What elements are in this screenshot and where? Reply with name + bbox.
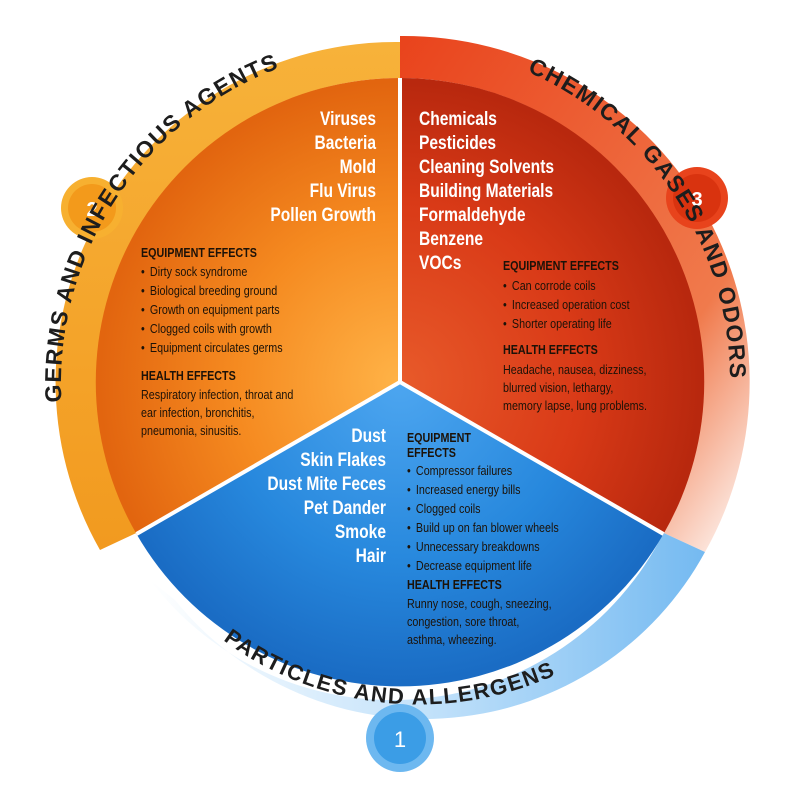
- particles-agent-list: Dust Skin Flakes Dust Mite Feces Pet Dan…: [230, 425, 386, 569]
- germs-number-badge: 2: [61, 177, 123, 239]
- divider-right: [399, 380, 665, 536]
- germs-health-text: Respiratory infection, throat and ear in…: [141, 386, 293, 440]
- particles-health-line: Runny nose, cough, sneezing,: [407, 597, 552, 611]
- chemical-agent: VOCs: [419, 253, 462, 274]
- chemical-agent: Pesticides: [419, 133, 497, 154]
- germs-health-line: Respiratory infection, throat and: [141, 388, 294, 402]
- germs-agent: Pollen Growth: [270, 205, 376, 226]
- particles-equipment-heading-line: EFFECTS: [407, 446, 456, 460]
- germs-equipment-item: Clogged coils with growth: [141, 320, 283, 339]
- chemical-number-badge: 3: [666, 167, 728, 229]
- particles-health-line: asthma, wheezing.: [407, 633, 497, 647]
- particles-equipment-item: Unnecessary breakdowns: [407, 538, 559, 557]
- divider-left: [135, 380, 401, 536]
- chemical-agent: Chemicals: [419, 109, 497, 130]
- germs-agent: Mold: [339, 157, 376, 178]
- chemical-equipment-list: Can corrode coils Increased operation co…: [503, 277, 630, 334]
- particles-equipment-item: Compressor failures: [407, 462, 559, 481]
- germs-agent: Viruses: [319, 109, 376, 130]
- particles-agent: Dust Mite Feces: [267, 474, 386, 495]
- particles-ring-band: [150, 532, 705, 719]
- germs-health-line: pneumonia, sinusitis.: [141, 424, 242, 438]
- chemical-health-line: Headache, nausea, dizziness,: [503, 363, 647, 377]
- particles-agent: Dust: [351, 426, 386, 447]
- chemical-ring-band: [400, 35, 750, 553]
- germs-equipment-item: Equipment circulates germs: [141, 339, 283, 358]
- particles-equipment-heading: EQUIPMENT EFFECTS: [407, 431, 471, 461]
- chemical-health-line: memory lapse, lung problems.: [503, 399, 647, 413]
- chemical-agent-list: Chemicals Pesticides Cleaning Solvents B…: [419, 108, 599, 276]
- particles-equipment-list: Compressor failures Increased energy bil…: [407, 462, 559, 576]
- chemical-equipment-item: Shorter operating life: [503, 315, 630, 334]
- germs-agent: Flu Virus: [309, 181, 376, 202]
- particles-number: 1: [394, 727, 406, 752]
- germs-number: 2: [86, 199, 97, 221]
- chemical-agent: Benzene: [419, 229, 484, 250]
- particles-agent: Skin Flakes: [300, 450, 386, 471]
- germs-agent: Bacteria: [314, 133, 377, 154]
- germs-health-line: ear infection, bronchitis,: [141, 406, 255, 420]
- chemical-equipment-heading: EQUIPMENT EFFECTS: [503, 259, 619, 273]
- particles-agent: Pet Dander: [303, 498, 386, 519]
- particles-equipment-item: Decrease equipment life: [407, 557, 559, 576]
- chemical-agent: Cleaning Solvents: [419, 157, 555, 178]
- particles-equipment-item: Clogged coils: [407, 500, 559, 519]
- chemical-number: 3: [691, 189, 702, 211]
- particles-agent: Hair: [355, 546, 386, 567]
- chemical-health-line: blurred vision, lethargy,: [503, 381, 614, 395]
- particles-equipment-item: Increased energy bills: [407, 481, 559, 500]
- germs-equipment-item: Dirty sock syndrome: [141, 263, 283, 282]
- germs-health-heading: HEALTH EFFECTS: [141, 369, 236, 383]
- germs-equipment-item: Growth on equipment parts: [141, 301, 283, 320]
- chemical-agent: Building Materials: [419, 181, 554, 202]
- particles-equipment-heading-line: EQUIPMENT: [407, 431, 471, 445]
- germs-ring-band: [55, 41, 400, 550]
- chemical-health-text: Headache, nausea, dizziness, blurred vis…: [503, 361, 647, 415]
- germs-equipment-heading: EQUIPMENT EFFECTS: [141, 246, 257, 260]
- chemical-agent: Formaldehyde: [419, 205, 526, 226]
- particles-health-heading: HEALTH EFFECTS: [407, 578, 502, 592]
- chemical-equipment-item: Increased operation cost: [503, 296, 630, 315]
- chemical-equipment-item: Can corrode coils: [503, 277, 630, 296]
- particles-number-badge: 1: [366, 704, 434, 772]
- particles-health-line: congestion, sore throat,: [407, 615, 520, 629]
- chemical-health-heading: HEALTH EFFECTS: [503, 343, 598, 357]
- particles-health-text: Runny nose, cough, sneezing, congestion,…: [407, 595, 552, 649]
- germs-agent-list: Viruses Bacteria Mold Flu Virus Pollen G…: [215, 108, 376, 228]
- germs-equipment-list: Dirty sock syndrome Biological breeding …: [141, 263, 283, 358]
- germs-equipment-item: Biological breeding ground: [141, 282, 283, 301]
- particles-agent: Smoke: [334, 522, 386, 543]
- particles-equipment-item: Build up on fan blower wheels: [407, 519, 559, 538]
